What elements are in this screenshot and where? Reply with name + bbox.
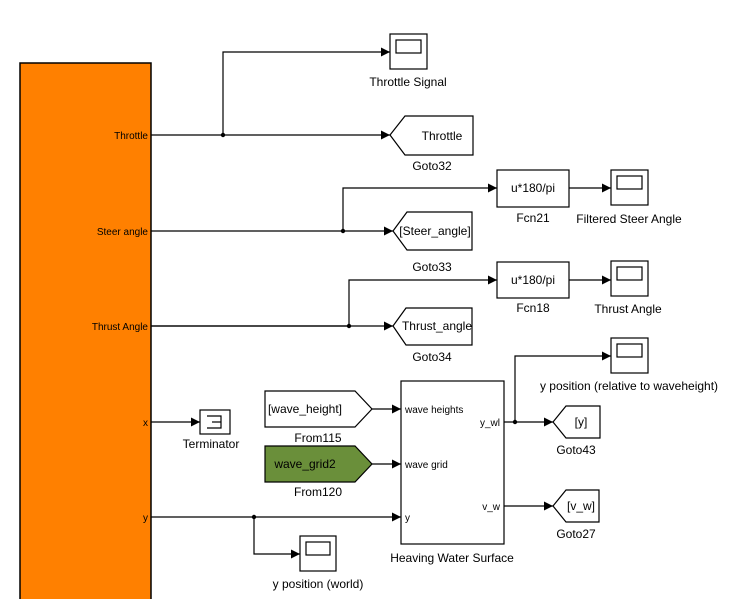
fcn-expression: u*180/pi [511, 273, 555, 287]
goto32-block[interactable]: Throttle Goto32 [389, 115, 474, 173]
goto-name: Goto33 [412, 260, 452, 274]
line-steer-to-fcn21[interactable] [342, 183, 497, 231]
line-throttle-to-scope[interactable] [222, 47, 390, 135]
terminator-name: Terminator [183, 437, 240, 451]
fcn18-block[interactable]: u*180/pi Fcn18 [496, 261, 570, 315]
output-port-y-wl: y_wl [480, 418, 500, 429]
from120-block[interactable]: wave_grid2 From120 [264, 445, 373, 499]
goto-tag: [v_w] [567, 499, 595, 513]
scope-y-relative[interactable]: y position (relative to waveheight) [540, 337, 718, 393]
output-port-v-w: v_w [482, 502, 501, 513]
terminator-block[interactable]: Terminator [183, 409, 240, 451]
scope-label: Filtered Steer Angle [576, 212, 682, 226]
goto-tag: Throttle [422, 129, 463, 143]
port-label-steer-angle: Steer angle [97, 227, 149, 238]
scope-thrust-angle[interactable]: Thrust Angle [594, 260, 662, 316]
scope-label: y position (relative to waveheight) [540, 379, 718, 393]
from-tag: [wave_height] [268, 402, 342, 416]
goto43-block[interactable]: [y] Goto43 [552, 405, 601, 457]
scope-filtered-steer-angle[interactable]: Filtered Steer Angle [576, 169, 682, 226]
from-name: From115 [294, 431, 341, 445]
line-ywl-to-rel-scope[interactable] [514, 351, 611, 422]
junction-dot [340, 228, 346, 234]
goto-tag: Thrust_angle [402, 319, 472, 333]
scope-icon [616, 175, 643, 190]
goto-name: Goto32 [412, 159, 452, 173]
junction-dot [251, 514, 257, 520]
goto-tag: [y] [575, 415, 588, 429]
goto34-block[interactable]: Thrust_angle Goto34 [392, 307, 473, 364]
line-y-to-world-scope[interactable] [253, 517, 300, 559]
fcn-expression: u*180/pi [511, 181, 555, 195]
input-port-wave-heights: wave heights [404, 405, 463, 416]
scope-label: Throttle Signal [369, 75, 446, 89]
goto27-block[interactable]: [v_w] Goto27 [552, 489, 600, 541]
scope-icon [305, 541, 331, 556]
input-port-wave-grid: wave grid [404, 460, 448, 471]
fcn-name: Fcn21 [516, 211, 550, 225]
scope-label: Thrust Angle [594, 302, 662, 316]
junction-dot [220, 132, 226, 138]
goto33-block[interactable]: [Steer_angle] Goto33 [392, 211, 473, 274]
port-label-y: y [143, 513, 148, 524]
fcn21-block[interactable]: u*180/pi Fcn21 [496, 169, 570, 225]
scope-label: y position (world) [273, 577, 364, 591]
port-label-thrust-angle: Thrust Angle [92, 322, 149, 333]
port-label-throttle: Throttle [114, 131, 148, 142]
fcn-name: Fcn18 [516, 301, 550, 315]
from-tag: wave_grid2 [273, 457, 336, 471]
scope-icon [616, 343, 643, 358]
input-port-y: y [405, 513, 410, 524]
scope-icon [616, 266, 643, 281]
junction-dot [512, 419, 518, 425]
goto-name: Goto27 [556, 527, 596, 541]
from115-block[interactable]: [wave_height] From115 [264, 390, 373, 445]
goto-tag: [Steer_angle] [399, 224, 470, 238]
scope-icon [395, 39, 422, 54]
junction-dot [346, 323, 352, 329]
goto-name: Goto43 [556, 443, 596, 457]
scope-y-world[interactable]: y position (world) [273, 535, 364, 591]
goto-name: Goto34 [412, 350, 452, 364]
scope-throttle-signal[interactable]: Throttle Signal [369, 33, 447, 89]
line-thrust-to-fcn18[interactable] [151, 275, 497, 327]
from-name: From120 [294, 485, 342, 499]
port-label-x: x [143, 418, 148, 429]
heaving-water-surface-block[interactable]: wave heights wave grid y y_wl v_w Heavin… [390, 380, 514, 565]
vehicle-subsystem-block[interactable] [19, 62, 152, 599]
heaving-name: Heaving Water Surface [390, 551, 514, 565]
